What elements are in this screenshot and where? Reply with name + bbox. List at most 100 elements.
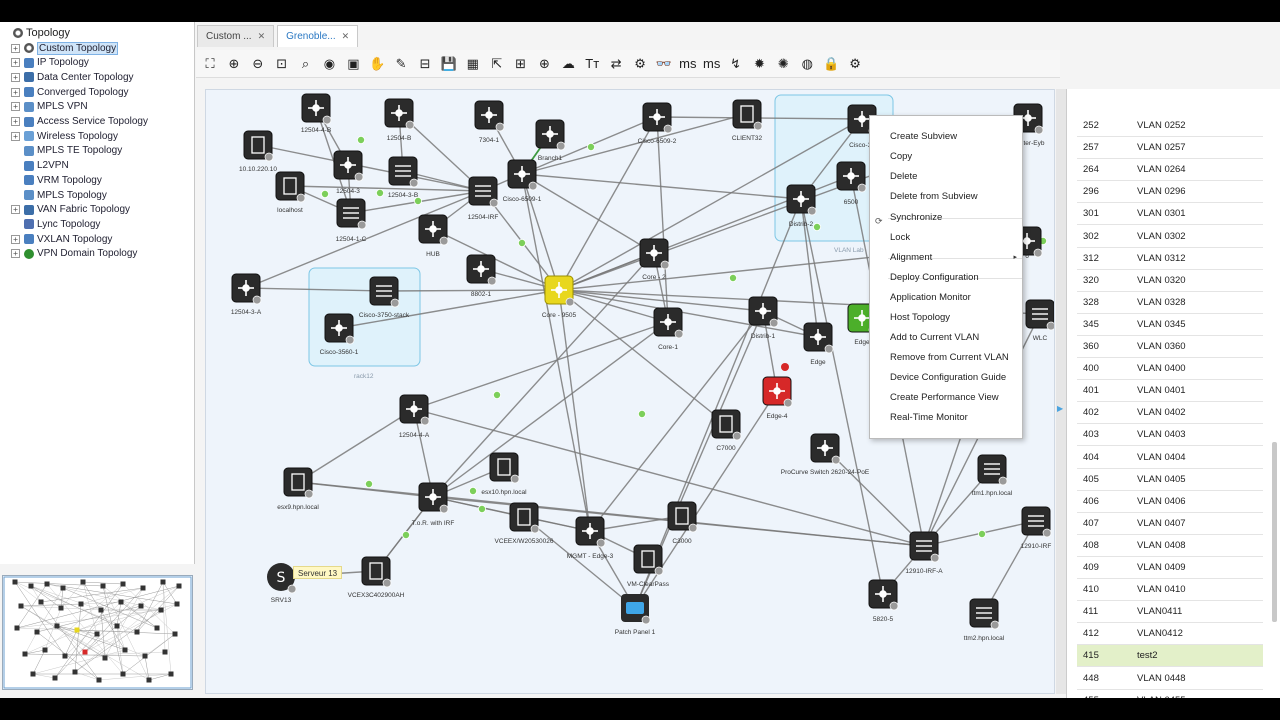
network-link[interactable]: [589, 515, 683, 532]
menu-item-copy[interactable]: Copy: [870, 147, 1022, 166]
export-icon[interactable]: ⇱: [491, 55, 503, 71]
tree-item-data-center-topology[interactable]: +Data Center Topology: [11, 70, 134, 84]
device-node-5820-5[interactable]: 5820-5: [868, 579, 899, 623]
device-node-12504-4-b[interactable]: 12504-4-B: [301, 93, 332, 134]
tree-item-ip-topology[interactable]: +IP Topology: [11, 56, 89, 70]
menu-item-create-performance-view[interactable]: Create Performance View: [870, 388, 1022, 407]
cloud-icon[interactable]: ☁: [561, 55, 575, 71]
add-node-icon[interactable]: ⊕: [539, 55, 550, 71]
image-icon[interactable]: ▦: [466, 55, 479, 71]
link-icon[interactable]: ⊟: [419, 55, 431, 71]
menu-item-remove-from-current-vlan[interactable]: Remove from Current VLAN: [870, 348, 1022, 367]
network-link[interactable]: [589, 310, 764, 532]
network-link[interactable]: [521, 173, 560, 291]
network-link[interactable]: [521, 113, 748, 175]
device-node-cisco-3750-stack[interactable]: Cisco-3750-stack: [359, 276, 410, 319]
zoom-in-icon[interactable]: ⊕: [228, 55, 240, 71]
device-node-esx9-hpn-local[interactable]: esx9.hpn.local: [277, 467, 319, 511]
network-link[interactable]: [245, 190, 484, 289]
network-link[interactable]: [558, 116, 658, 291]
zoom-area-icon[interactable]: ⊡: [276, 55, 288, 71]
tab-custom[interactable]: Custom ...✕: [197, 25, 275, 47]
menu-item-synchronize[interactable]: ⟳Synchronize: [870, 208, 1022, 227]
device-node-12504-3-b[interactable]: 12504-3-B: [388, 156, 419, 199]
refresh-icon[interactable]: ↯: [730, 55, 742, 71]
device-node-hub[interactable]: HUB: [418, 214, 449, 258]
expand-icon[interactable]: +: [11, 249, 20, 259]
select-icon[interactable]: ⊞: [515, 55, 527, 71]
device-node-12910-irf[interactable]: 12910-IRF: [1021, 506, 1052, 550]
device-node-core-9505[interactable]: Core - 9505: [542, 275, 577, 319]
device-node-6500[interactable]: 6500: [836, 161, 867, 206]
device-node-esx10-hpn-local[interactable]: esx10.hpn.local: [481, 452, 527, 496]
expand-icon[interactable]: +: [11, 131, 20, 141]
device-node-7304-1[interactable]: 7304-1: [474, 100, 505, 144]
network-link[interactable]: [558, 118, 863, 291]
expand-icon[interactable]: +: [11, 102, 20, 112]
menu-item-host-topology[interactable]: Host Topology: [870, 308, 1022, 327]
menu-item-delete[interactable]: Delete: [870, 167, 1022, 186]
device-node-vm-clearpass[interactable]: VM-ClearPass: [627, 544, 670, 588]
tree-item-wireless-topology[interactable]: +Wireless Topology: [11, 129, 118, 143]
vlan-row[interactable]: 455VLAN 0455: [1077, 690, 1263, 698]
pan-hand-icon[interactable]: ✋: [369, 55, 386, 71]
tree-item-mpls-te-topology[interactable]: MPLS TE Topology: [24, 144, 122, 158]
menu-item-deploy-configuration[interactable]: Deploy Configuration: [870, 268, 1022, 287]
zoom-out-icon[interactable]: ⊖: [252, 55, 264, 71]
vlan-list-scrollbar[interactable]: [1272, 442, 1277, 622]
network-link[interactable]: [432, 321, 669, 498]
tree-item-lync-topology[interactable]: Lync Topology: [24, 217, 100, 231]
menu-item-alignment[interactable]: Alignment▸: [870, 248, 1022, 267]
gear-spin-icon[interactable]: ✹: [754, 55, 765, 71]
device-node-localhost[interactable]: localhost: [275, 171, 306, 214]
device-node-t-o-r-with-irf[interactable]: T.o.R. with IRF: [412, 482, 455, 527]
tree-root[interactable]: Topology: [13, 26, 70, 40]
menu-item-create-subview[interactable]: Create Subview: [870, 127, 1022, 146]
tree-item-van-fabric-topology[interactable]: +VAN Fabric Topology: [11, 203, 130, 217]
network-link[interactable]: [800, 198, 884, 595]
menu-item-application-monitor[interactable]: Application Monitor: [870, 288, 1022, 307]
device-node-client32[interactable]: CLIENT32: [732, 99, 763, 142]
device-node-wlc[interactable]: WLC: [1025, 299, 1055, 342]
tree-item-l2vpn[interactable]: L2VPN: [24, 159, 69, 173]
network-link[interactable]: [413, 321, 669, 410]
close-tab-icon[interactable]: ✕: [257, 31, 266, 41]
device-node-distrib-2[interactable]: Distrib-2: [786, 184, 817, 228]
expand-icon[interactable]: +: [11, 234, 20, 244]
search-icon[interactable]: ⌕: [301, 55, 310, 71]
topology-minimap[interactable]: [2, 575, 193, 690]
tree-item-vrm-topology[interactable]: VRM Topology: [24, 173, 102, 187]
device-node-10-10-220-10[interactable]: 10.10.220.10: [239, 130, 277, 173]
device-node-12504-b[interactable]: 12504-B: [384, 98, 415, 142]
device-node-12504-3[interactable]: 12504-3: [333, 150, 364, 195]
device-node-12504-3-a[interactable]: 12504-3-A: [231, 273, 262, 316]
ms-icon[interactable]: ms: [679, 56, 697, 71]
device-node-12910-irf-a[interactable]: 12910-IRF-A: [905, 531, 943, 575]
network-link[interactable]: [297, 408, 415, 483]
zoom-fit-icon[interactable]: ⛶: [205, 55, 215, 71]
device-node-8802-1[interactable]: 8802-1: [466, 254, 497, 298]
panel-splitter[interactable]: [1056, 89, 1066, 694]
network-link[interactable]: [521, 173, 655, 254]
device-node-cisco-3560-1[interactable]: Cisco-3560-1: [320, 313, 359, 356]
device-node-edge[interactable]: Edge: [803, 322, 834, 366]
globe-icon[interactable]: ◍: [801, 55, 813, 71]
device-node-branch1[interactable]: Branch1: [535, 119, 566, 162]
layout-icon[interactable]: ⇄: [610, 55, 622, 71]
